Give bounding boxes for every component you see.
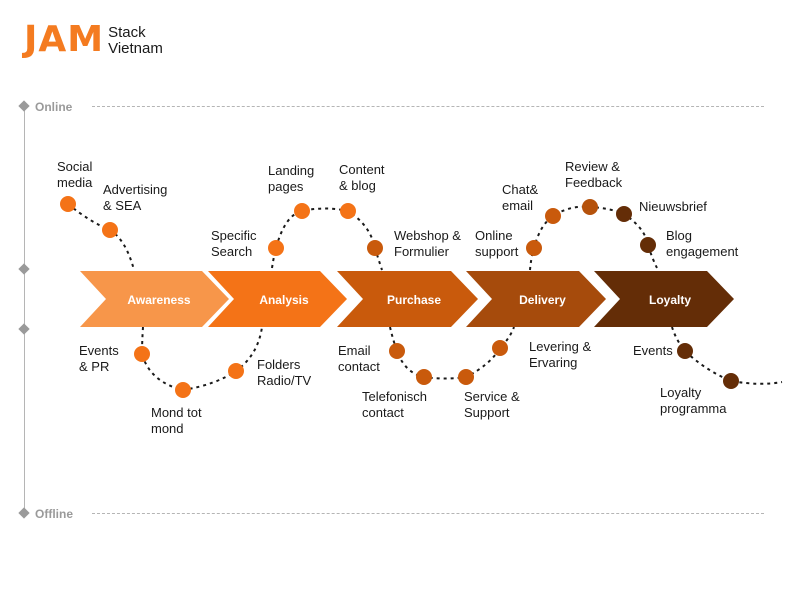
dot-content-blog <box>340 203 356 219</box>
dot-events-pr <box>134 346 150 362</box>
label-events-loyalty: Events <box>633 343 673 358</box>
dot-online-support <box>526 240 542 256</box>
dot-service-support <box>458 369 474 385</box>
dot-levering-ervaring <box>492 340 508 356</box>
logo-line-1: Stack <box>108 24 146 41</box>
stage-chevron-purchase <box>337 271 478 327</box>
stage-label-loyalty: Loyalty <box>648 293 691 307</box>
stage-chevron-analysis <box>208 271 347 327</box>
dot-events-loyalty <box>677 343 693 359</box>
stage-chevron-awareness <box>80 271 229 327</box>
dot-telefonisch-contact <box>416 369 432 385</box>
offline-divider <box>92 513 764 514</box>
logo-subtitle: Stack Vietnam <box>108 23 163 57</box>
stage-label-analysis: Analysis <box>259 293 309 307</box>
label-content-blog: Content& blog <box>339 162 385 193</box>
label-levering-ervaring: Levering &Ervaring <box>529 339 592 370</box>
dot-email-contact <box>389 343 405 359</box>
dot-mond-tot-mond <box>175 382 191 398</box>
dot-blog-engagement <box>640 237 656 253</box>
logo-mark: JAM <box>24 19 105 60</box>
dot-nieuwsbrief <box>616 206 632 222</box>
online-label: Online <box>35 100 73 114</box>
stage-label-purchase: Purchase <box>386 293 442 307</box>
logo-line-2: Vietnam <box>108 40 163 57</box>
logo: JAM Stack Vietnam <box>24 22 163 58</box>
offline-label: Offline <box>35 507 73 521</box>
label-chat-email: Chat&email <box>502 182 539 213</box>
dot-review-feedback <box>582 199 598 215</box>
dot-landing-pages <box>294 203 310 219</box>
dot-social-media <box>60 196 76 212</box>
label-advertising-sea: Advertising& SEA <box>103 182 168 213</box>
label-service-support: Service &Support <box>464 389 520 420</box>
label-events-pr: Events& PR <box>79 343 119 374</box>
dot-specific-search <box>268 240 284 256</box>
channel-axis <box>24 108 25 514</box>
stage-chevron-delivery <box>466 271 606 327</box>
dot-advertising-sea <box>102 222 118 238</box>
dot-chat-email <box>545 208 561 224</box>
dot-loyalty-programma <box>723 373 739 389</box>
stage-chevron-loyalty <box>594 271 734 327</box>
journey-path-awareness-offline <box>140 326 263 392</box>
dot-webshop-formulier <box>367 240 383 256</box>
stage-label-awareness: Awareness <box>127 293 191 307</box>
label-webshop-formulier: Webshop &Formulier <box>394 228 461 259</box>
journey-path-analysis-online <box>271 207 383 271</box>
stage-label-delivery: Delivery <box>519 293 566 307</box>
label-nieuwsbrief: Nieuwsbrief <box>639 199 707 214</box>
online-divider <box>92 106 764 107</box>
label-review-feedback: Review &Feedback <box>565 159 623 190</box>
dot-folders-radio-tv <box>228 363 244 379</box>
